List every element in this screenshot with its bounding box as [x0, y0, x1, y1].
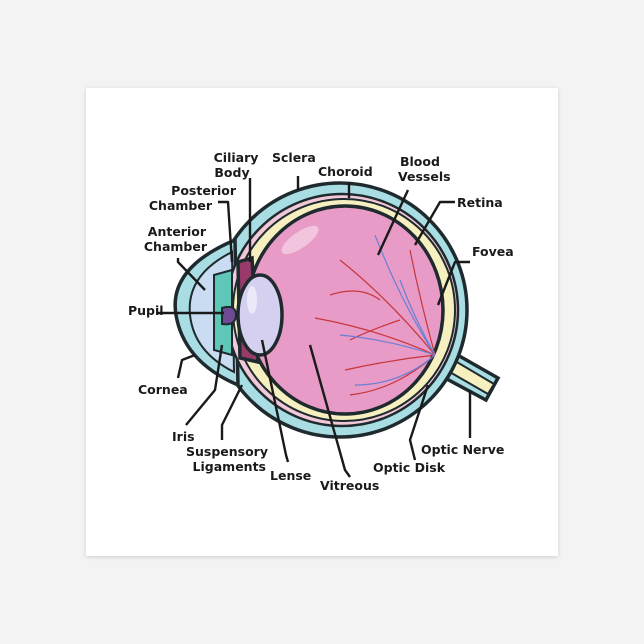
leader-lines [158, 176, 472, 478]
label-retina: Retina [457, 195, 503, 210]
label-lense: Lense [270, 468, 311, 483]
lens [236, 273, 284, 357]
label-fovea: Fovea [472, 244, 514, 259]
pupil [221, 305, 238, 326]
label-optic-disk: Optic Disk [373, 460, 446, 475]
label-optic-nerve: Optic Nerve [421, 442, 504, 457]
label-sclera: Sclera [272, 150, 316, 165]
label-vitreous: Vitreous [320, 478, 379, 493]
eye-illustration [173, 181, 501, 439]
blood-vessels [314, 234, 436, 396]
label-pupil: Pupil [128, 303, 164, 318]
label-iris: Iris [172, 429, 195, 444]
label-choroid: Choroid [318, 164, 373, 179]
label-cornea: Cornea [138, 382, 188, 397]
